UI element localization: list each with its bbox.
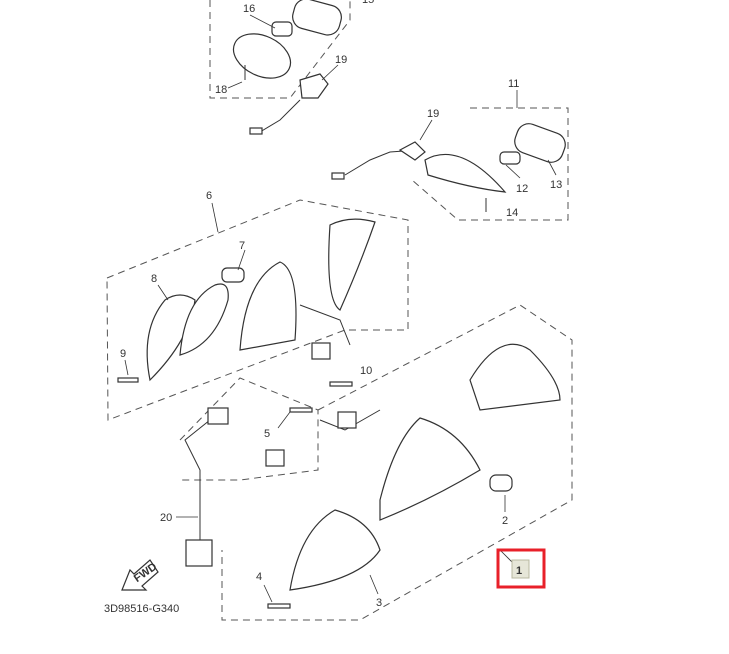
flasher-body-12[interactable] [424, 153, 507, 193]
gasket-ring[interactable] [328, 218, 376, 311]
bulb-2[interactable] [489, 474, 513, 492]
rear-left-flasher-group [209, 0, 351, 135]
gasket-2[interactable] [469, 343, 561, 411]
lens-13[interactable] [511, 120, 568, 165]
part-label-7[interactable]: 7 [239, 240, 245, 252]
screw-5[interactable] [289, 407, 313, 413]
part-label-4[interactable]: 4 [256, 571, 262, 583]
part-label-13[interactable]: 13 [550, 179, 562, 191]
diagram-code: 3D98516-G340 [104, 603, 179, 615]
coupler-20[interactable] [185, 539, 213, 567]
flasher-body[interactable] [226, 25, 297, 87]
connector [311, 342, 331, 360]
part-label-9[interactable]: 9 [120, 348, 126, 360]
front-left-flasher-group [106, 199, 409, 421]
front-right-flasher-group [221, 304, 573, 621]
gasket[interactable] [179, 283, 229, 356]
lens-8[interactable] [146, 294, 196, 382]
connector [331, 172, 345, 180]
lens-3[interactable] [289, 509, 381, 591]
part-label-1[interactable]: 1 [516, 565, 522, 577]
screw-10[interactable] [329, 381, 353, 387]
part-label-15[interactable]: 15 [362, 0, 374, 6]
part-label-19[interactable]: 19 [335, 54, 347, 66]
part-label-16[interactable]: 16 [243, 3, 255, 15]
bulb-7[interactable] [221, 267, 245, 283]
part-label-20[interactable]: 20 [160, 512, 172, 524]
part-label-6[interactable]: 6 [206, 190, 212, 202]
housing[interactable] [239, 261, 297, 351]
part-label-2[interactable]: 2 [502, 515, 508, 527]
bracket-19[interactable] [398, 141, 426, 161]
screw-4[interactable] [267, 603, 291, 609]
part-label-8[interactable]: 8 [151, 273, 157, 285]
bulb[interactable] [499, 151, 521, 165]
connector [249, 127, 263, 135]
part-label-11[interactable]: 11 [508, 78, 519, 90]
part-label-3[interactable]: 3 [376, 597, 382, 609]
part-label-19b[interactable]: 19 [427, 108, 439, 120]
part-label-14[interactable]: 14 [506, 207, 518, 219]
fwd-arrow-icon: FWD [121, 559, 159, 591]
connector [337, 411, 357, 429]
part-label-18[interactable]: 18 [215, 84, 227, 96]
connector [265, 449, 285, 467]
wire-harness-group [176, 377, 319, 567]
part-label-5[interactable]: 5 [264, 428, 270, 440]
lens-15[interactable] [290, 0, 344, 38]
bracket-19[interactable] [299, 73, 329, 99]
part-label-12[interactable]: 12 [516, 183, 528, 195]
housing[interactable] [379, 417, 481, 521]
rear-right-flasher-group [331, 90, 569, 221]
part-1-badge[interactable] [511, 559, 530, 579]
connector [207, 407, 229, 425]
bulb-16[interactable] [271, 21, 293, 37]
highlight-box [496, 548, 546, 589]
screw-9[interactable] [117, 377, 139, 383]
part-label-10[interactable]: 10 [360, 365, 372, 377]
